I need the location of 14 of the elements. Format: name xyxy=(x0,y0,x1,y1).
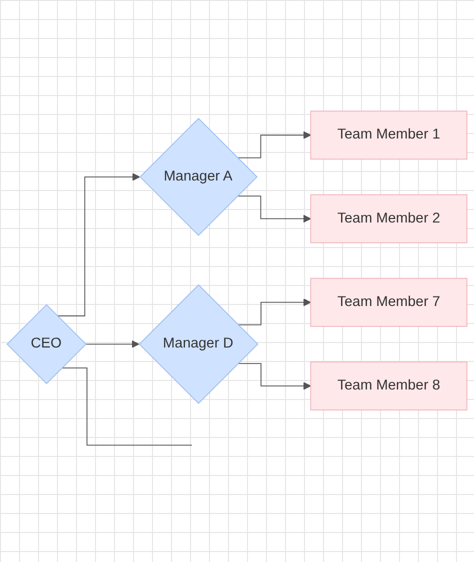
node-box: Team Member 2 xyxy=(310,194,468,243)
connector xyxy=(61,367,192,446)
node-diamond: Manager D xyxy=(138,284,258,404)
arrow xyxy=(238,298,312,325)
arrow xyxy=(238,362,312,390)
arrow xyxy=(236,130,312,158)
arrow xyxy=(236,195,312,222)
node-diamond: CEO xyxy=(6,304,87,384)
node-box: Team Member 8 xyxy=(310,361,468,410)
arrow xyxy=(85,340,140,348)
arrow xyxy=(56,172,140,316)
node-diamond: Manager A xyxy=(140,118,258,236)
node-box: Team Member 7 xyxy=(310,278,468,327)
node-box: Team Member 1 xyxy=(310,110,468,160)
